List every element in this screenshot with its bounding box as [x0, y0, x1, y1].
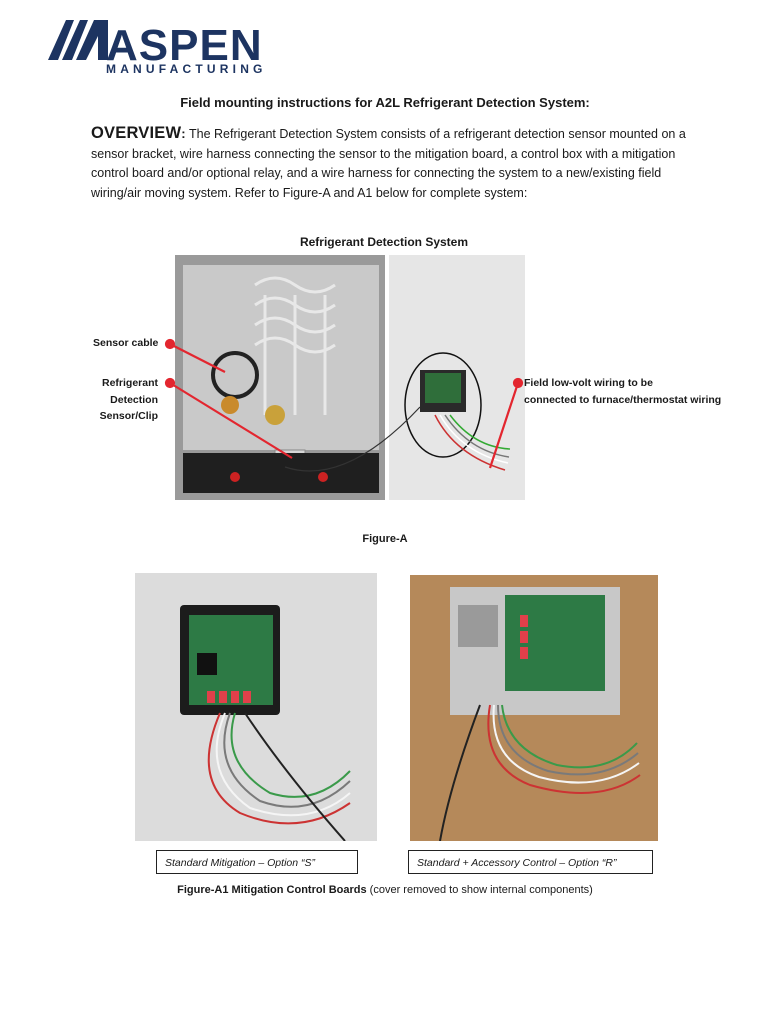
callout-sensor-cable: Sensor cable [93, 337, 159, 349]
overview-colon: : [181, 126, 186, 141]
option-s-label: Standard Mitigation – Option “S” [156, 850, 358, 874]
callout-field-line-2: connected to furnace/thermostat wiring [524, 393, 722, 406]
logo-subtitle-text: MANUFACTURING [106, 62, 267, 76]
callout-field-line-1: Field low-volt wiring to be [524, 377, 653, 389]
aspen-logo: ASPEN MANUFACTURING [48, 18, 318, 76]
harness-wires [439, 704, 641, 841]
callout-dot-sensor [164, 377, 176, 389]
figure-a-heading-text: Refrigerant Detection System [299, 235, 469, 249]
relay-component [197, 653, 217, 675]
aspen-logo-mark: ASPEN MANUFACTURING [48, 20, 267, 76]
logo-brand-text: ASPEN [106, 21, 263, 70]
circuit-board [425, 373, 461, 403]
callout-field-wiring: Field low-volt wiring to be connected to… [524, 375, 744, 408]
drain-port-right [318, 472, 328, 482]
figure-a1-caption-rest: (cover removed to show internal componen… [366, 884, 593, 896]
drain-pan [183, 453, 379, 493]
figure-a1-option-r-photo [410, 575, 658, 841]
brass-valve [265, 405, 285, 425]
callout-sensor-line-3: Sensor/Clip [99, 410, 158, 422]
figure-a-heading: Refrigerant Detection System [0, 235, 770, 249]
terminal-connectors [207, 691, 251, 703]
figure-a-caption: Figure-A [362, 533, 408, 545]
terminal-connectors [520, 615, 528, 659]
harness-wires [207, 712, 351, 841]
callout-sensor-line-2: Detection [110, 393, 158, 406]
copper-fitting [221, 396, 239, 414]
overview-paragraph: OVERVIEW: The Refrigerant Detection Syst… [91, 124, 691, 203]
callout-sensor-line-1: Refrigerant [101, 377, 158, 389]
control-box-highlight [404, 352, 482, 458]
figure-a1-caption-bold: Figure-A1 Mitigation Control Boards [177, 884, 367, 896]
drain-port-left [230, 472, 240, 482]
harness-cable [284, 406, 421, 472]
figure-a1-caption: Figure-A1 Mitigation Control Boards (cov… [0, 884, 770, 896]
document-title: Field mounting instructions for A2L Refr… [180, 95, 590, 110]
option-r-label: Standard + Accessory Control – Option “R… [408, 850, 653, 874]
coil-tubes [254, 276, 336, 415]
callout-dot-sensor-cable [164, 338, 176, 350]
figure-a1-option-s-photo [135, 573, 377, 841]
overview-heading: OVERVIEW [91, 124, 182, 142]
overview-text: The Refrigerant Detection System consist… [91, 127, 686, 200]
figure-a-photo [175, 255, 525, 500]
relay [458, 605, 498, 647]
callout-sensor-clip: Refrigerant Detection Sensor/Clip [92, 375, 158, 425]
